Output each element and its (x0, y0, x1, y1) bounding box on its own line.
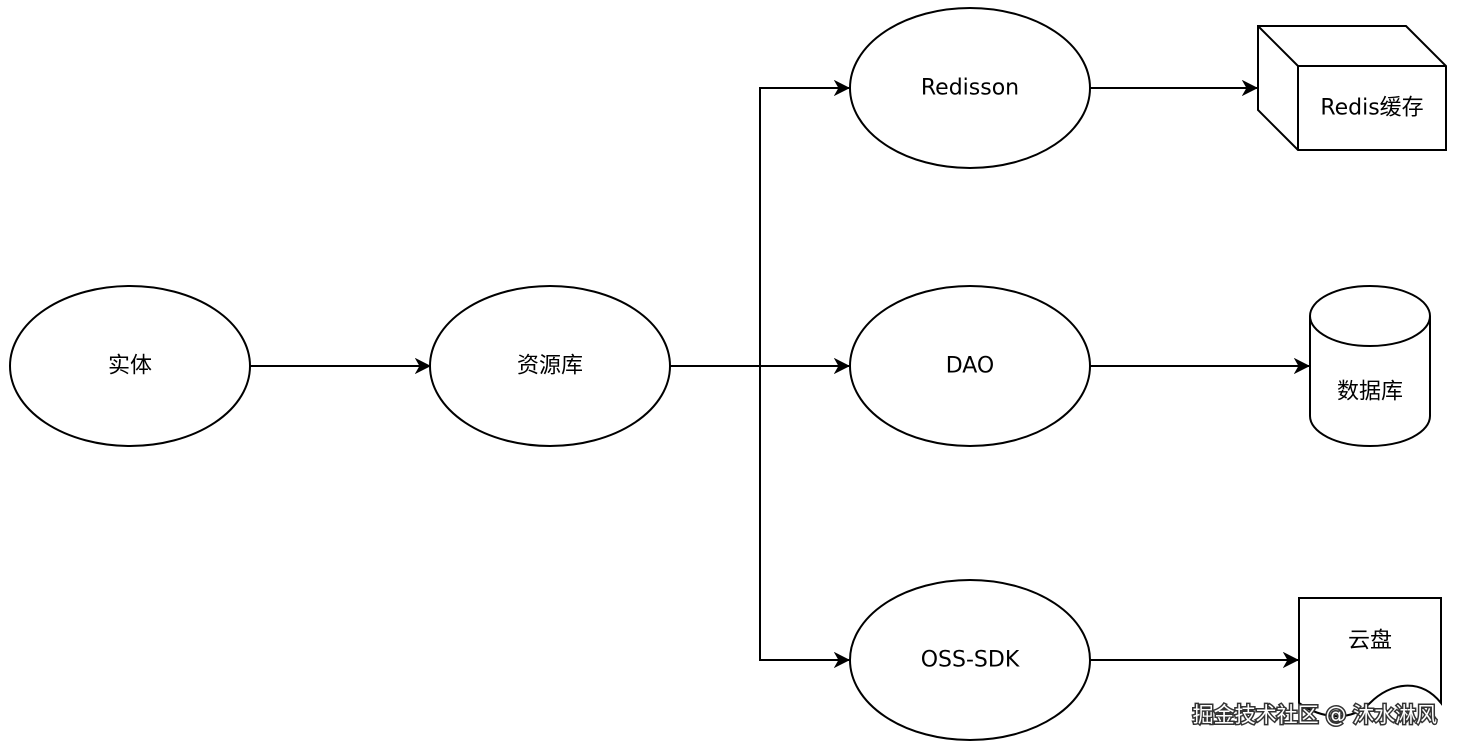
watermark-text: 掘金技术社区 @ 沐水淋风 (1193, 703, 1437, 727)
database-cylinder-rim (1309, 315, 1431, 347)
database-label: 数据库 (1337, 380, 1403, 405)
redis-cache-cube-edges (1257, 25, 1446, 150)
resource-lib-label: 资源库 (517, 354, 583, 379)
cloud-disk-label: 云盘 (1348, 629, 1392, 654)
redis-cache-label: Redis缓存 (1320, 96, 1423, 121)
oss-sdk-ellipse (849, 579, 1091, 741)
resource-lib-ellipse (429, 285, 671, 447)
node-resource-lib[interactable]: 资源库 (429, 285, 671, 447)
node-cloud-disk[interactable]: 云盘 (1298, 597, 1442, 718)
node-oss-sdk[interactable]: OSS-SDK (849, 579, 1091, 741)
redisson-label: Redisson (921, 76, 1019, 101)
node-dao[interactable]: DAO (849, 285, 1091, 447)
edge-resource-lib-to-oss-sdk (759, 366, 849, 660)
entity-ellipse (9, 285, 251, 447)
cloud-disk-document-shape (1298, 597, 1442, 718)
entity-label: 实体 (108, 354, 152, 379)
redisson-ellipse (849, 7, 1091, 169)
database-cylinder-body (1309, 285, 1431, 447)
node-database[interactable]: 数据库 (1309, 285, 1431, 447)
dao-ellipse (849, 285, 1091, 447)
redis-cache-cube-shape (1257, 25, 1447, 151)
edge-resource-lib-to-redisson (759, 88, 849, 366)
edges (250, 88, 1309, 660)
dao-label: DAO (946, 354, 995, 379)
node-redis-cache[interactable]: Redis缓存 (1257, 25, 1447, 151)
node-entity[interactable]: 实体 (9, 285, 251, 447)
oss-sdk-label: OSS-SDK (921, 648, 1020, 673)
node-redisson[interactable]: Redisson (849, 7, 1091, 169)
